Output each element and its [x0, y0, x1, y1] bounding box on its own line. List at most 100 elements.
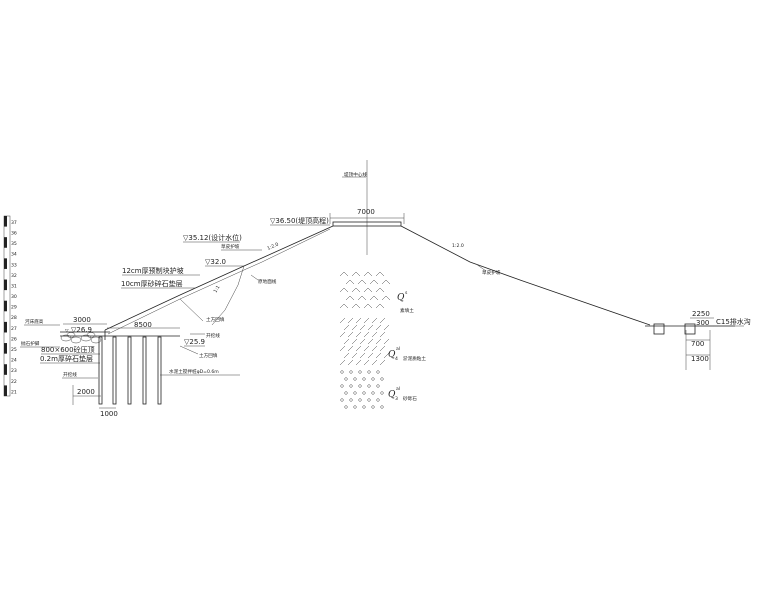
geo-q3-sub: 4	[395, 356, 398, 362]
scale-tick-label: 21	[11, 389, 17, 395]
hatch-mark	[345, 279, 355, 285]
grass-left-text: 草皮护坡	[221, 243, 240, 250]
hatch-mark	[371, 359, 378, 366]
hatch-mark	[339, 317, 346, 324]
hatch-mark	[383, 352, 390, 359]
dim700-text: 700	[691, 340, 704, 348]
elev269-text: ▽26.9	[71, 326, 92, 334]
scale-block	[4, 258, 7, 269]
riverbed-text: 河床底高	[25, 318, 44, 325]
hatch-mark	[363, 331, 370, 338]
outer-slope-text: 土方回填	[206, 316, 225, 323]
scale-block	[4, 237, 7, 248]
hatch-mark	[340, 384, 344, 388]
hatch-mark	[367, 384, 371, 388]
original-ground	[211, 265, 245, 326]
hatch-mark	[383, 338, 390, 345]
hatch-mark	[351, 271, 361, 277]
riprap-text: 抛石护脚	[21, 340, 40, 347]
stone	[70, 336, 82, 344]
hatch-mark	[353, 405, 357, 409]
hatch-mark	[371, 331, 378, 338]
hatch-mark	[344, 391, 348, 395]
hatch-mark	[375, 352, 382, 359]
geo-q2-sup: al	[396, 386, 400, 392]
geo-q4-name: 素填土	[400, 307, 414, 314]
block-text: 800×600砼压顶	[41, 345, 95, 354]
hatch-mark	[357, 279, 367, 285]
scale-tick-label: 32	[11, 273, 17, 279]
dim3000-text: 3000	[73, 316, 91, 324]
hatch-mark	[362, 377, 366, 381]
scale-tick-label: 30	[11, 294, 17, 300]
drainage-ditch: 2250 300 C15排水沟 700 1300	[645, 310, 751, 370]
scale-blocks	[4, 216, 7, 396]
scale-tick-label: 27	[11, 326, 17, 332]
dim300-text: 300	[696, 319, 709, 327]
scale-tick-label: 22	[11, 379, 17, 385]
scale-tick-label: 26	[11, 336, 17, 342]
hatch-mark	[355, 345, 362, 352]
backfill-leader	[179, 345, 199, 355]
right-slope	[400, 225, 651, 326]
hatch-mark	[359, 324, 366, 331]
scale-tick-label: 34	[11, 252, 17, 258]
crest-width-text: 7000	[357, 208, 375, 216]
hatch-mark	[380, 391, 384, 395]
hatch-mark	[358, 398, 362, 402]
hatch-mark	[369, 295, 379, 301]
pile-text: 水泥土搅拌桩φD=0.6m	[169, 368, 219, 375]
hatch-mark	[351, 303, 361, 309]
hatch-mark	[371, 377, 375, 381]
scale-tick-label: 37	[11, 220, 17, 226]
hatch-mark	[380, 405, 384, 409]
scale-tick-label: 35	[11, 241, 17, 247]
hatch-mark	[351, 324, 358, 331]
grass-right-text: 草皮护坡	[482, 269, 501, 276]
scale-block	[4, 321, 7, 333]
hatch-mark	[363, 345, 370, 352]
left-slope-revetment	[107, 228, 331, 335]
hatch-mark	[376, 370, 380, 374]
grass-right-leader	[475, 263, 487, 272]
hatch-mark	[379, 331, 386, 338]
hatch-mark	[383, 324, 390, 331]
hatch-mark	[339, 287, 349, 293]
scale-tick-label: 36	[11, 231, 17, 237]
hatch-mark	[367, 338, 374, 345]
elev259-text: ▽25.9	[184, 338, 205, 346]
hatch-mark	[367, 398, 371, 402]
hatch-mark	[375, 338, 382, 345]
scale-tick-label: 28	[11, 315, 17, 321]
scale-block	[4, 343, 7, 354]
hatch-mark	[379, 345, 386, 352]
hatch-mark	[380, 377, 384, 381]
ditch-left	[653, 323, 665, 335]
hatch-mark	[340, 370, 344, 374]
hatch-mark	[379, 317, 386, 324]
hatch-mark	[353, 377, 357, 381]
flood-level-text: ▽35.12(设计水位)	[183, 233, 242, 242]
hatch-mark	[339, 331, 346, 338]
scale-tick-label: 24	[11, 358, 17, 364]
scale-tick-label: 23	[11, 368, 17, 374]
hatch-mark	[355, 317, 362, 324]
hatch-mark	[363, 287, 373, 293]
hatch-mark	[367, 370, 371, 374]
slope-right-text: 1:2.0	[452, 243, 464, 249]
geo-q2-sub: 3	[395, 396, 398, 402]
slope-lower-text: 1:1	[213, 285, 222, 294]
hatch-mark	[339, 271, 349, 277]
stone	[80, 334, 92, 342]
scale-tick-label: 29	[11, 305, 17, 311]
scale-block	[4, 279, 7, 291]
hatch-mark	[344, 377, 348, 381]
hatch-mark	[358, 384, 362, 388]
hatch-mark	[347, 345, 354, 352]
hatch-mark	[343, 352, 350, 359]
scale-block	[4, 364, 7, 375]
hatch-mark	[339, 345, 346, 352]
hatch-mark	[349, 398, 353, 402]
dim1300-text: 1300	[691, 355, 709, 363]
geo-q2: Q	[388, 390, 396, 400]
